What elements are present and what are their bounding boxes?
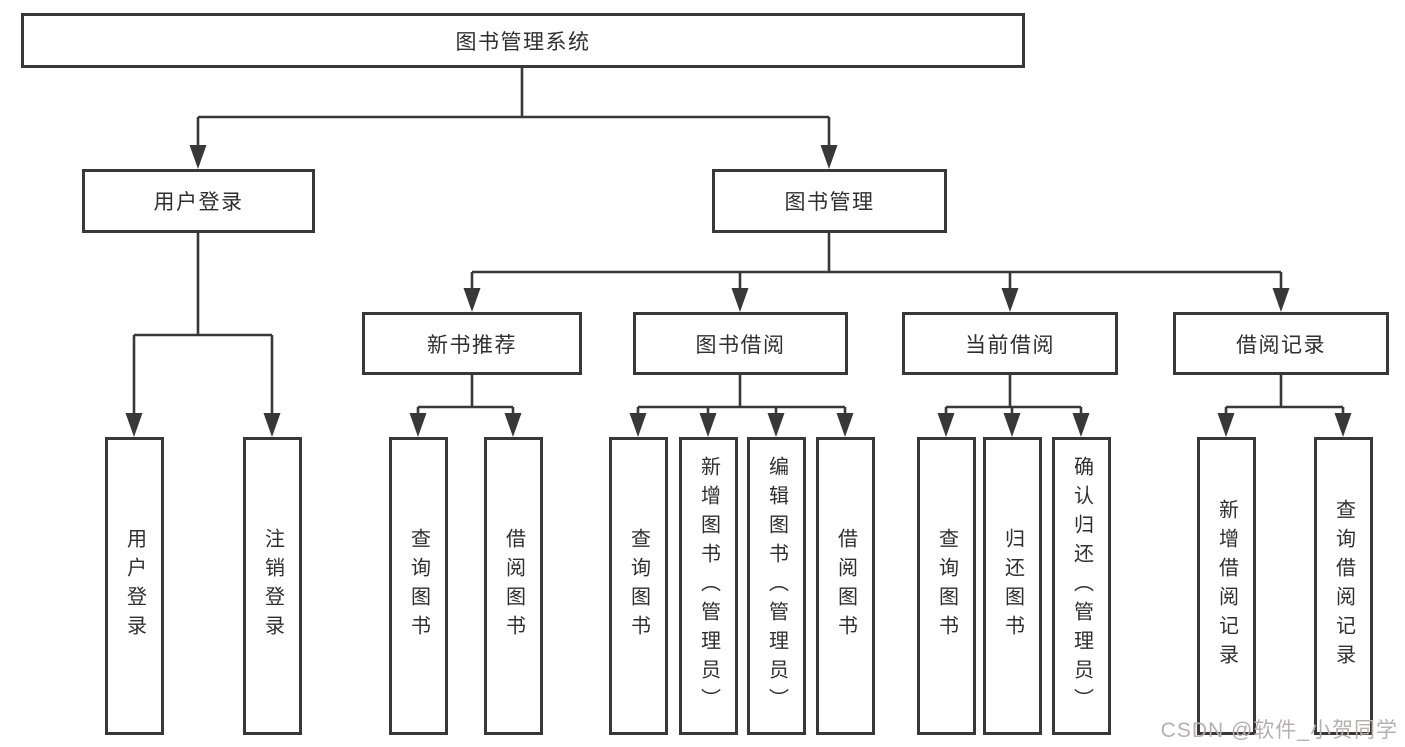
node-label: 编辑图书（管理员） [765, 455, 788, 717]
leaf-user-login: 用户登录 [105, 437, 164, 735]
node-root-system: 图书管理系统 [21, 13, 1025, 68]
node-user-login: 用户登录 [82, 169, 315, 233]
leaf-cb-confirm-return-admin: 确认归还（管理员） [1052, 437, 1111, 735]
leaf-cb-return-books: 归还图书 [983, 437, 1042, 735]
node-label: 新增借阅记录 [1215, 499, 1238, 673]
node-label: 借阅图书 [834, 528, 857, 644]
node-label: 借阅图书 [502, 528, 525, 644]
node-label: 注销登录 [261, 528, 284, 644]
leaf-br-query-record: 查询借阅记录 [1314, 437, 1373, 735]
leaf-rec-borrow-books: 借阅图书 [484, 437, 543, 735]
node-borrow-records: 借阅记录 [1173, 312, 1389, 375]
node-label: 新增图书（管理员） [697, 455, 720, 717]
node-label: 当前借阅 [965, 333, 1055, 357]
node-label: 确认归还（管理员） [1070, 455, 1093, 717]
leaf-bb-query-books: 查询图书 [609, 437, 668, 735]
node-book-management: 图书管理 [712, 169, 947, 233]
leaf-bb-edit-books-admin: 编辑图书（管理员） [747, 437, 806, 735]
node-label: 图书借阅 [695, 333, 786, 357]
node-current-borrow: 当前借阅 [902, 312, 1118, 375]
node-label: 图书管理系统 [455, 30, 591, 54]
node-label: 查询图书 [627, 528, 650, 644]
leaf-bb-borrow-books: 借阅图书 [816, 437, 875, 735]
leaf-br-add-record: 新增借阅记录 [1197, 437, 1256, 735]
node-label: 归还图书 [1001, 528, 1024, 644]
node-label: 用户登录 [153, 191, 244, 214]
leaf-bb-add-books-admin: 新增图书（管理员） [679, 437, 738, 735]
node-label: 借阅记录 [1236, 333, 1326, 357]
node-label: 图书管理 [784, 191, 875, 214]
leaf-cb-query-books: 查询图书 [917, 437, 976, 735]
leaf-rec-query-books: 查询图书 [389, 437, 448, 735]
node-label: 查询借阅记录 [1332, 499, 1355, 673]
node-label: 查询图书 [935, 528, 958, 644]
node-label: 新书推荐 [427, 333, 517, 357]
node-label: 查询图书 [407, 528, 430, 644]
node-label: 用户登录 [123, 528, 146, 644]
leaf-logout: 注销登录 [243, 437, 302, 735]
node-book-borrow: 图书借阅 [633, 312, 848, 375]
node-new-book-recommend: 新书推荐 [362, 312, 582, 375]
csdn-watermark: CSDN @软件_小贺同学 [1160, 719, 1398, 742]
